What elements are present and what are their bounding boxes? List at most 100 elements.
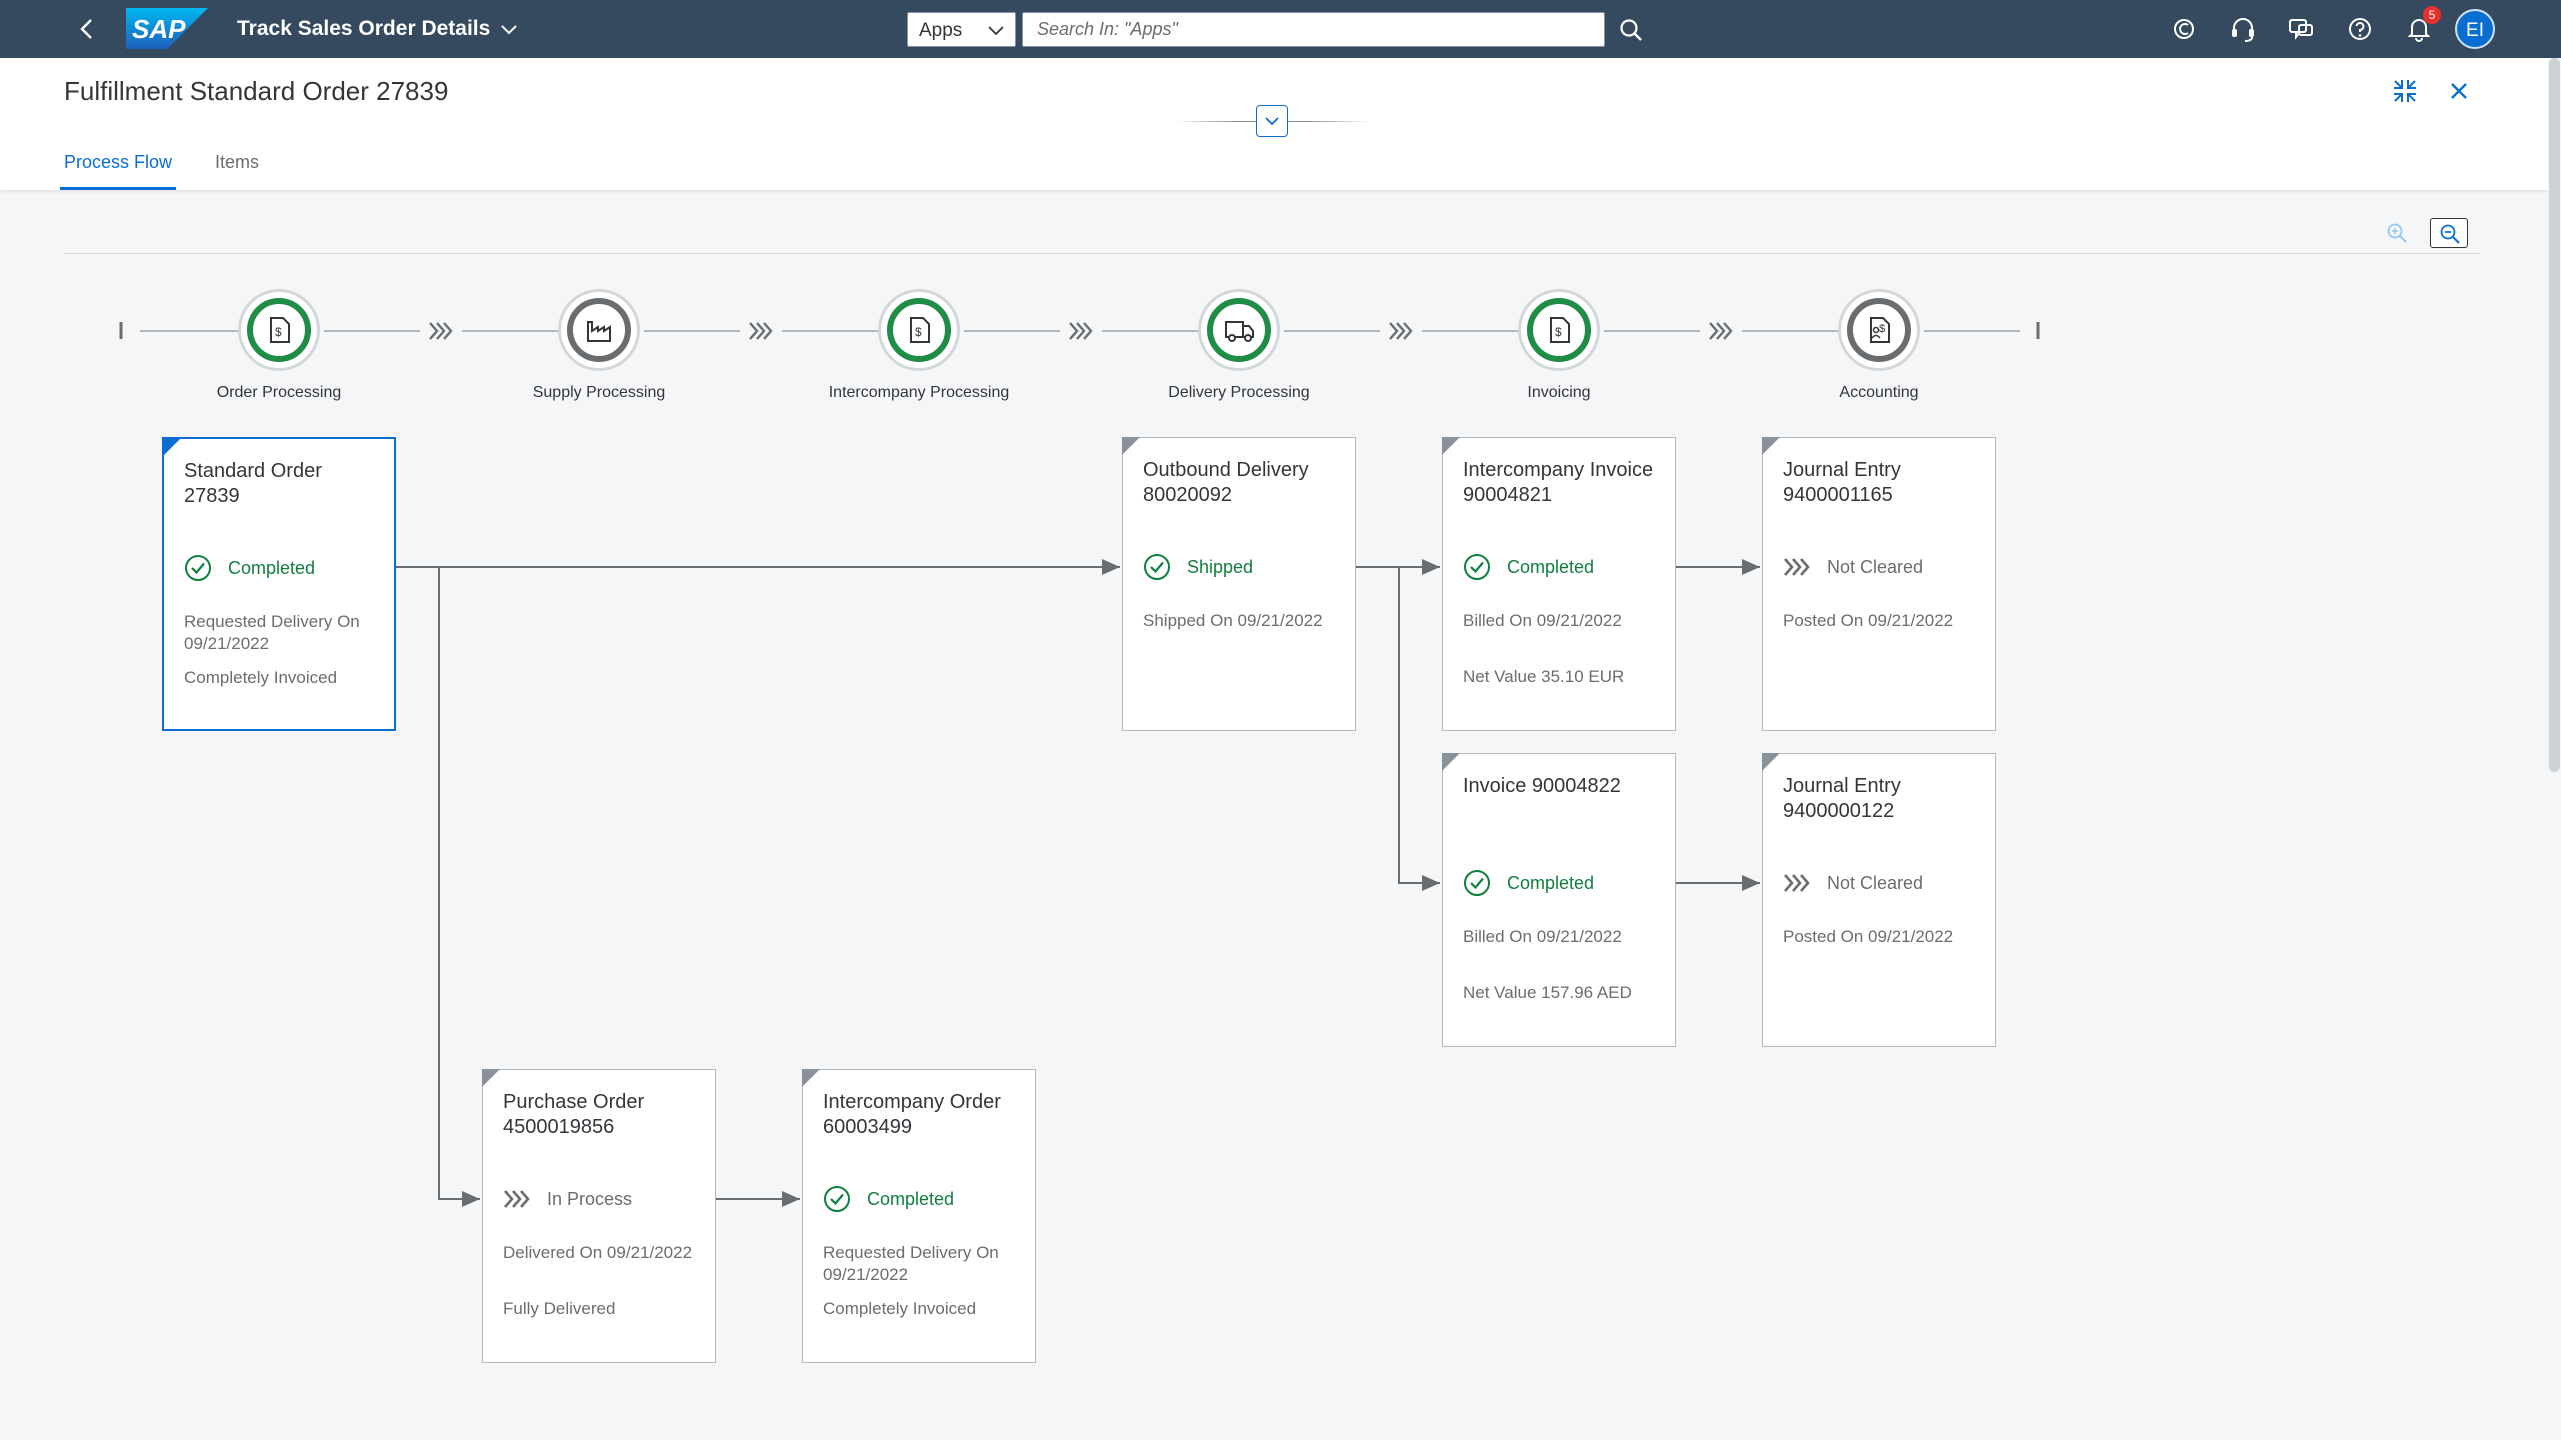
lane-intercompany-processing[interactable]: $ bbox=[878, 289, 960, 371]
tab-items[interactable]: Items bbox=[215, 152, 260, 172]
node-status: Shipped bbox=[1143, 553, 1253, 581]
node-detail: Posted On 09/21/2022 bbox=[1783, 927, 1954, 946]
process-arrows-icon bbox=[1784, 558, 1810, 576]
node-status: Completed bbox=[1463, 869, 1594, 897]
sales-document-icon: $ bbox=[1550, 317, 1570, 343]
svg-text:SAP: SAP bbox=[132, 14, 186, 44]
check-circle-icon bbox=[1144, 554, 1170, 580]
sales-document-icon: $ bbox=[270, 317, 290, 343]
help-icon[interactable] bbox=[2344, 13, 2376, 45]
app-title[interactable]: Track Sales Order Details bbox=[237, 17, 491, 40]
node-detail: Completely Invoiced bbox=[823, 1299, 977, 1318]
lane-accounting[interactable]: $ bbox=[1838, 289, 1920, 371]
user-avatar[interactable]: EI bbox=[2455, 9, 2495, 49]
lane-order-processing[interactable]: $ bbox=[238, 289, 320, 371]
check-circle-icon bbox=[824, 1186, 850, 1212]
tab-process-flow[interactable]: Process Flow bbox=[60, 152, 177, 190]
shell-bar: SAP Track Sales Order Details Apps 5 EI bbox=[0, 0, 2561, 58]
check-circle-icon bbox=[185, 555, 211, 581]
notification-badge: 5 bbox=[2423, 6, 2441, 24]
check-circle-icon bbox=[1464, 870, 1490, 896]
node-status: Completed bbox=[184, 554, 315, 582]
node-detail: Delivered On 09/21/2022 bbox=[503, 1243, 693, 1262]
node-detail: Billed On 09/21/2022 bbox=[1463, 927, 1622, 946]
node-detail: Net Value 157.96 AED bbox=[1463, 983, 1632, 1002]
process-arrows-icon bbox=[1784, 874, 1810, 892]
search-icon[interactable] bbox=[1617, 16, 1645, 44]
node-title: Purchase Order 4500019856 bbox=[503, 1091, 645, 1138]
node-status: Not Cleared bbox=[1783, 553, 1923, 581]
node-title: Invoice 90004822 bbox=[1463, 775, 1621, 797]
copilot-icon[interactable] bbox=[2168, 13, 2200, 45]
back-icon[interactable] bbox=[72, 14, 102, 44]
node-intercompany-invoice[interactable]: Intercompany Invoice 90004821 Completed … bbox=[1442, 437, 1676, 731]
search-input[interactable] bbox=[1022, 12, 1605, 47]
node-outbound-delivery[interactable]: Outbound Delivery 80020092 Shipped Shipp… bbox=[1122, 437, 1356, 731]
content-divider bbox=[64, 253, 2480, 254]
lane-label: Supply Processing bbox=[532, 384, 666, 401]
close-icon[interactable] bbox=[2444, 76, 2474, 106]
node-title: Journal Entry 9400000122 bbox=[1783, 775, 1901, 822]
lane-invoicing[interactable]: $ bbox=[1518, 289, 1600, 371]
svg-text:$: $ bbox=[915, 325, 922, 339]
node-title: Intercompany Invoice 90004821 bbox=[1463, 459, 1654, 506]
node-detail: Fully Delivered bbox=[503, 1299, 616, 1318]
notifications-bell-icon[interactable] bbox=[2403, 13, 2435, 45]
object-header: Fulfillment Standard Order 27839 Process… bbox=[0, 58, 2548, 190]
node-title: Standard Order 27839 bbox=[184, 460, 322, 507]
search-scope-value: Apps bbox=[919, 20, 963, 41]
node-title: Intercompany Order 60003499 bbox=[823, 1091, 1001, 1138]
node-purchase-order[interactable]: Purchase Order 4500019856 In Process Del… bbox=[482, 1069, 716, 1363]
chevron-down-icon[interactable] bbox=[498, 18, 520, 40]
node-intercompany-order[interactable]: Intercompany Order 60003499 Completed Re… bbox=[802, 1069, 1036, 1363]
node-detail: Shipped On 09/21/2022 bbox=[1143, 611, 1323, 630]
node-status: In Process bbox=[503, 1185, 632, 1213]
node-status: Completed bbox=[823, 1185, 954, 1213]
node-invoice[interactable]: Invoice 90004822 Completed Billed On 09/… bbox=[1442, 753, 1676, 1047]
lane-label: Accounting bbox=[1839, 384, 1919, 401]
node-journal-entry-1[interactable]: Journal Entry 9400001165 Not Cleared Pos… bbox=[1762, 437, 1996, 731]
node-detail: Net Value 35.10 EUR bbox=[1463, 667, 1625, 686]
shipping-truck-icon bbox=[1225, 321, 1254, 342]
svg-text:$: $ bbox=[1879, 323, 1885, 335]
vertical-scrollbar[interactable] bbox=[2548, 58, 2561, 1440]
svg-text:$: $ bbox=[275, 325, 282, 339]
node-status: Completed bbox=[1463, 553, 1594, 581]
process-arrows-icon bbox=[504, 1190, 530, 1208]
node-detail: Posted On 09/21/2022 bbox=[1783, 611, 1954, 630]
node-detail: Requested Delivery On 09/21/2022 bbox=[823, 1243, 999, 1284]
expand-header-button[interactable] bbox=[1256, 105, 1288, 137]
node-detail: Requested Delivery On 09/21/2022 bbox=[184, 612, 360, 653]
check-circle-icon bbox=[1464, 554, 1490, 580]
accounting-document-icon: $ bbox=[1870, 317, 1890, 343]
lane-label: Order Processing bbox=[216, 384, 342, 401]
feedback-icon[interactable] bbox=[2285, 13, 2317, 45]
lane-delivery-processing[interactable] bbox=[1198, 289, 1280, 371]
sap-logo[interactable]: SAP bbox=[126, 8, 208, 49]
zoom-out-icon bbox=[2440, 224, 2460, 244]
node-title: Journal Entry 9400001165 bbox=[1783, 459, 1901, 506]
chevron-down-icon bbox=[1265, 117, 1279, 126]
exit-full-screen-icon[interactable] bbox=[2390, 76, 2420, 106]
search-scope-select[interactable]: Apps bbox=[907, 12, 1016, 47]
lane-label: Invoicing bbox=[1527, 384, 1591, 401]
chevron-down-icon bbox=[988, 26, 1004, 36]
factory-icon bbox=[587, 321, 611, 342]
node-status: Not Cleared bbox=[1783, 869, 1923, 897]
zoom-out-button[interactable] bbox=[2430, 218, 2468, 248]
headset-icon[interactable] bbox=[2227, 13, 2259, 45]
node-title: Outbound Delivery 80020092 bbox=[1143, 459, 1309, 506]
node-detail: Billed On 09/21/2022 bbox=[1463, 611, 1622, 630]
node-standard-order[interactable]: Standard Order 27839 Completed Requested… bbox=[162, 437, 396, 731]
lane-label: Delivery Processing bbox=[1168, 384, 1310, 401]
zoom-in-icon[interactable] bbox=[2385, 221, 2409, 245]
lane-label: Intercompany Processing bbox=[828, 384, 1010, 401]
lane-supply-processing[interactable] bbox=[558, 289, 640, 371]
node-journal-entry-2[interactable]: Journal Entry 9400000122 Not Cleared Pos… bbox=[1762, 753, 1996, 1047]
node-detail: Completely Invoiced bbox=[184, 668, 338, 687]
scrollbar-thumb[interactable] bbox=[2549, 58, 2560, 772]
svg-text:$: $ bbox=[1555, 325, 1562, 339]
page-title: Fulfillment Standard Order 27839 bbox=[64, 76, 449, 106]
sales-document-icon: $ bbox=[910, 317, 930, 343]
